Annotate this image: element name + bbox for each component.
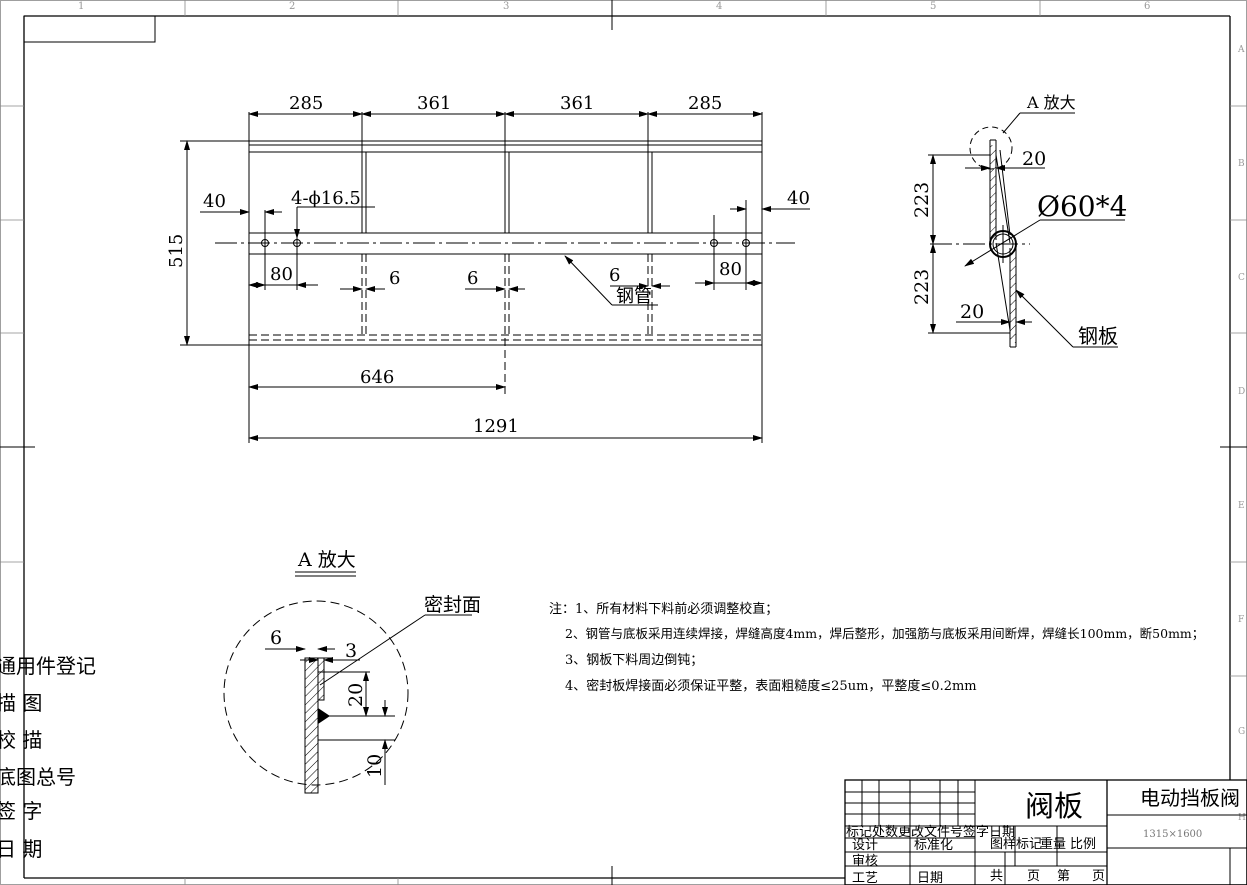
sheet-label: 页 xyxy=(1027,869,1040,884)
title-block: 阀板 电动挡板阀 1315×1600 标记处数更改文件号签字日期 设计 标准化 … xyxy=(844,779,1247,885)
grid-row-a: A xyxy=(1237,45,1245,55)
seal-label: 密封面 xyxy=(424,594,481,616)
total-label: 共 xyxy=(990,869,1003,884)
dim-side-20-bottom: 20 xyxy=(960,301,984,323)
grid-col-6: 6 xyxy=(1144,1,1150,12)
grid-row-b: B xyxy=(1238,159,1245,169)
detail-dim-10: 10 xyxy=(364,754,386,778)
side-view-dimensions: 223 223 20 20 Ø60*4 钢板 xyxy=(911,148,1127,348)
side-view: A 放大 xyxy=(930,93,1076,348)
detail-a: A 放大 密封面 6 3 20 10 xyxy=(223,549,481,794)
dim-top-361-a: 361 xyxy=(417,93,451,114)
dim-side-20-top: 20 xyxy=(1022,148,1046,170)
dim-side-223-bottom: 223 xyxy=(911,269,933,305)
register-4: 底图总号 xyxy=(0,765,76,789)
grid-row-g: G xyxy=(1238,727,1245,737)
grid-col-2: 2 xyxy=(289,1,295,12)
dim-top-285-right: 285 xyxy=(688,93,722,114)
page-of-label: 第 xyxy=(1057,869,1070,884)
process-label: 工艺 xyxy=(852,871,878,885)
grid-col-5: 5 xyxy=(930,1,936,12)
register-3: 校 描 xyxy=(0,728,42,752)
change-row: 标记处数更改文件号签字日期 xyxy=(846,824,1015,840)
note-2: 2、钢管与底板采用连续焊接，焊缝高度4mm，焊后整形，加强筋与底板采用间断焊，焊… xyxy=(565,626,1204,641)
dim-right-40: 40 xyxy=(787,188,810,209)
grid-col-4: 4 xyxy=(716,1,722,12)
scale-label: 比例 xyxy=(1070,837,1096,852)
plate-label: 钢板 xyxy=(1078,324,1118,348)
detail-title: A 放大 xyxy=(297,549,356,571)
register-2: 描 图 xyxy=(0,691,42,715)
grid-row-c: C xyxy=(1238,273,1245,283)
dim-height-515: 515 xyxy=(166,234,187,268)
dim-total-1291: 1291 xyxy=(473,416,519,437)
note-1: 注：1、所有材料下料前必须调整校直； xyxy=(549,601,778,617)
dim-rib-gap-2: 6 xyxy=(467,268,478,289)
register-6: 日 期 xyxy=(0,837,42,861)
stage-mark-label: 图样标记 xyxy=(990,837,1042,852)
dim-left-40: 40 xyxy=(203,191,226,212)
part-name: 阀板 xyxy=(1025,789,1083,823)
note-4: 4、密封板焊接面必须保证平整，表面粗糙度≤25um，平整度≤0.2mm xyxy=(565,678,977,694)
page-label: 页 xyxy=(1092,869,1105,884)
dim-top-285-left: 285 xyxy=(289,93,323,114)
notes: 注：1、所有材料下料前必须调整校直； 2、钢管与底板采用连续焊接，焊缝高度4mm… xyxy=(549,601,1204,694)
hole-label: 4-ϕ16.5 xyxy=(291,188,361,209)
dim-left-80: 80 xyxy=(270,264,293,285)
dim-top-361-b: 361 xyxy=(560,93,594,114)
standardize-label: 标准化 xyxy=(914,838,953,853)
weight-label: 重量 xyxy=(1040,836,1066,852)
dim-right-80: 80 xyxy=(719,259,742,280)
detail-dim-3: 3 xyxy=(345,640,357,662)
note-3: 3、钢板下料周边倒钝； xyxy=(565,653,703,668)
front-view-dimensions: 285 361 361 285 515 40 4-ϕ16.5 40 80 80 xyxy=(166,93,810,441)
date-label: 日期 xyxy=(917,871,943,885)
grid-row-f: F xyxy=(1238,615,1244,625)
pipe-label: 钢管 xyxy=(616,286,652,307)
detail-dim-20: 20 xyxy=(345,683,367,707)
spec: 1315×1600 xyxy=(1143,829,1202,840)
register-5: 签 字 xyxy=(0,799,42,823)
dim-half-646: 646 xyxy=(360,367,394,388)
side-callout: A 放大 xyxy=(1026,93,1076,112)
design-label: 设计 xyxy=(852,838,878,853)
front-view xyxy=(215,112,795,443)
dim-rib-gap-1: 6 xyxy=(389,268,400,289)
grid-row-h: H xyxy=(1238,813,1246,823)
grid-row-d: D xyxy=(1238,387,1245,397)
grid-row-e: E xyxy=(1238,501,1245,511)
side-register: 通用件登记 描 图 校 描 底图总号 签 字 日 期 xyxy=(0,654,96,861)
product-name: 电动挡板阀 xyxy=(1140,786,1240,810)
review-label: 审核 xyxy=(852,854,878,869)
detail-dim-6: 6 xyxy=(270,627,282,649)
grid-col-1: 1 xyxy=(78,1,84,12)
grid-col-3: 3 xyxy=(503,1,509,12)
pipe-spec: Ø60*4 xyxy=(1037,190,1127,223)
dim-rib-gap-3: 6 xyxy=(609,265,620,286)
dim-side-223-top: 223 xyxy=(911,182,933,218)
register-1: 通用件登记 xyxy=(0,654,96,678)
grid-labels: 1 2 3 4 5 6 A B C D E F G H xyxy=(78,1,1246,823)
